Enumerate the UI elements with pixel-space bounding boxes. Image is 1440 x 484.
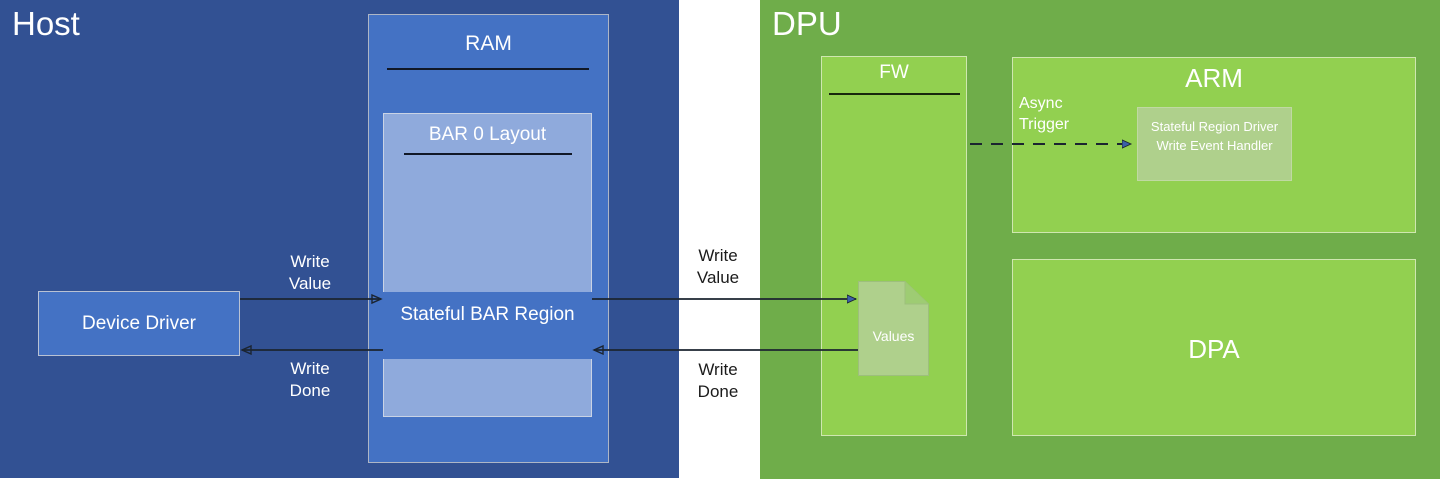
bar0-layout-box bbox=[383, 113, 592, 417]
dpu-panel-title: DPU bbox=[772, 5, 842, 42]
device-driver-label: Device Driver bbox=[81, 313, 197, 334]
host-write-value-label: Write Value bbox=[288, 252, 332, 293]
ram-title-underline bbox=[387, 68, 589, 70]
values-document-icon: Values bbox=[858, 281, 929, 376]
fw-title-underline bbox=[829, 93, 960, 95]
bar0-layout-label: BAR 0 Layout bbox=[428, 124, 547, 145]
ram-label: RAM bbox=[465, 32, 512, 55]
fw-box bbox=[821, 56, 967, 436]
host-write-done-label: Write Done bbox=[289, 359, 331, 400]
middle-write-value-label: Write Value bbox=[696, 246, 740, 287]
arm-label: ARM bbox=[1185, 63, 1243, 93]
stateful-bar-region-label: Stateful BAR Region bbox=[400, 304, 575, 325]
dpa-box: DPA bbox=[1012, 259, 1416, 436]
device-driver-box: Device Driver bbox=[38, 291, 240, 356]
fw-label: FW bbox=[879, 62, 909, 83]
async-trigger-label: Async Trigger bbox=[1019, 95, 1070, 133]
dpa-label: DPA bbox=[1188, 334, 1240, 364]
stateful-bar-region-box: Stateful BAR Region bbox=[383, 292, 592, 359]
bar0-layout-underline bbox=[404, 153, 572, 155]
host-panel-title: Host bbox=[12, 5, 80, 42]
middle-write-done-label: Write Done bbox=[697, 360, 739, 401]
stateful-region-handler-label: Stateful Region Driver Write Event Handl… bbox=[1150, 119, 1279, 153]
values-document-label: Values bbox=[872, 328, 915, 344]
stateful-region-handler-box: Stateful Region Driver Write Event Handl… bbox=[1137, 107, 1292, 181]
